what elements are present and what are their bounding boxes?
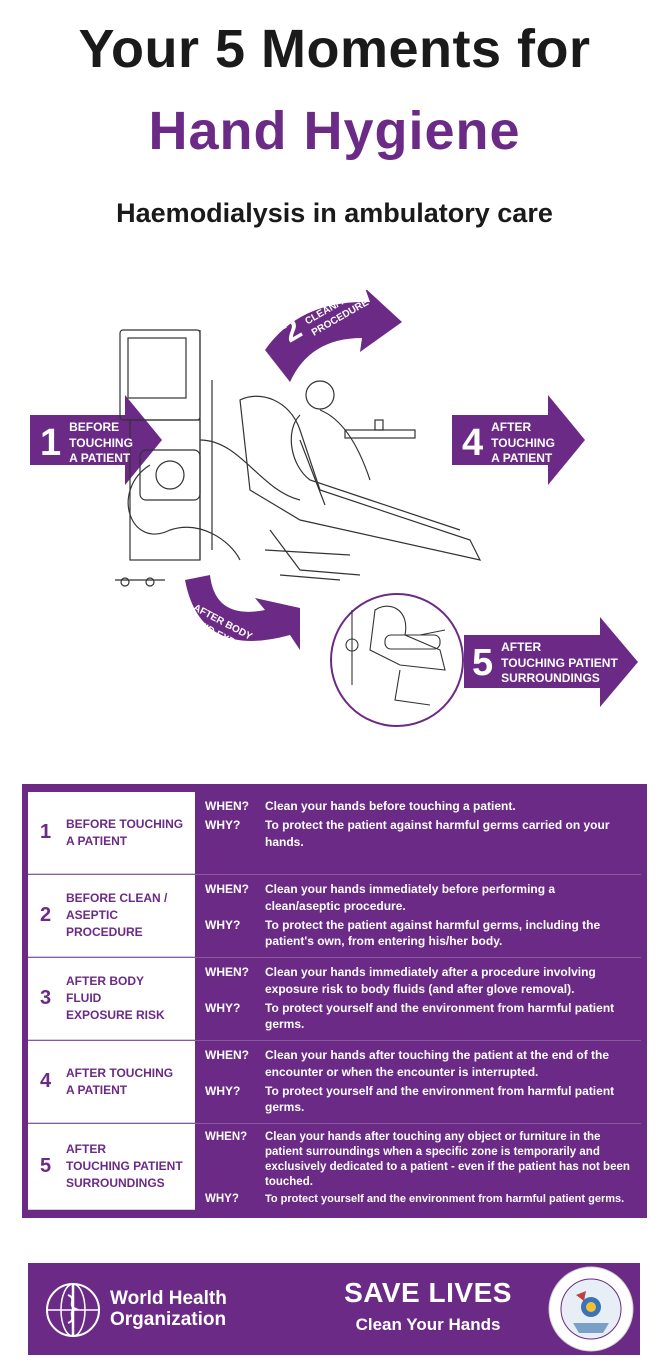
why-key: WHY? [205, 1000, 241, 1015]
empty-chair-sketch [345, 605, 446, 706]
footer-banner: World Health Organization SAVE LIVES Cle… [28, 1263, 640, 1355]
save-lives-text: SAVE LIVES [344, 1277, 512, 1308]
moment-4-text: AFTER TOUCHING A PATIENT [491, 420, 555, 466]
why-text: To protect the patient against harmful g… [265, 817, 610, 849]
row-number: 2 [40, 904, 52, 926]
who-logo: World Health Organization [44, 1281, 227, 1339]
moment-1-label: 1 BEFORE TOUCHING A PATIENT [40, 420, 133, 467]
when-text: Clean your hands before touching a patie… [265, 799, 516, 813]
title-line-2: Hand Hygiene [148, 101, 521, 161]
when-key: WHEN? [205, 965, 249, 979]
when-key: WHEN? [205, 799, 249, 813]
table-row: 2 BEFORE CLEAN / ASEPTIC PROCEDURE WHEN?… [28, 875, 641, 958]
row-label-cell: 5 AFTER TOUCHING PATIENT SURROUNDINGS [28, 1124, 195, 1210]
row-label: BEFORE CLEAN / ASEPTIC PROCEDURE [66, 891, 168, 939]
why-key: WHY? [205, 917, 241, 932]
moment-4-arrow [452, 395, 585, 485]
row-label-cell: 4 AFTER TOUCHING A PATIENT [28, 1041, 195, 1123]
table-row: 4 AFTER TOUCHING A PATIENT WHEN? Clean yo… [28, 1041, 641, 1124]
moment-3-arrow [185, 575, 300, 650]
when-key: WHEN? [205, 882, 249, 896]
row-number: 1 [40, 821, 52, 843]
moment-1-arrow [30, 395, 162, 485]
who-name: World Health Organization [110, 1288, 227, 1330]
why-text: To protect the patient against harmful g… [265, 917, 601, 949]
row-number: 3 [40, 987, 52, 1009]
why-key: WHY? [205, 817, 241, 832]
moment-1-text: BEFORE TOUCHING A PATIENT [69, 420, 133, 466]
moments-table: 1 BEFORE TOUCHING A PATIENT WHEN? Clean y… [22, 784, 647, 1218]
when-key: WHEN? [205, 1131, 248, 1143]
title-line-1: Your 5 Moments for [78, 19, 591, 79]
table-row: 5 AFTER TOUCHING PATIENT SURROUNDINGS WH… [28, 1124, 641, 1210]
row-content: WHEN? Clean your hands after touching the… [195, 1041, 641, 1123]
why-text: To protect yourself and the environment … [265, 1083, 615, 1115]
row-label-cell: 2 BEFORE CLEAN / ASEPTIC PROCEDURE [28, 875, 195, 957]
moment-5-number: 5 [472, 642, 494, 685]
when-key: WHEN? [205, 1048, 249, 1062]
row-label: AFTER TOUCHING A PATIENT [66, 1065, 174, 1097]
row-content: WHEN? Clean your hands before touching a … [195, 792, 641, 874]
save-lives-slogan: SAVE LIVES Clean Your Hands [328, 1277, 528, 1335]
moment-1-number: 1 [40, 422, 62, 465]
surroundings-inset-circle [330, 593, 464, 727]
when-text: Clean your hands after touching any obje… [265, 1131, 630, 1188]
when-text: Clean your hands immediately before perf… [265, 882, 556, 913]
row-label: AFTER BODY FLUID EXPOSURE RISK [66, 974, 165, 1022]
row-number: 5 [40, 1155, 52, 1177]
row-content: WHEN? Clean your hands immediately before… [195, 875, 641, 957]
moment-4-number: 4 [462, 422, 484, 465]
infection-control-seal-icon [548, 1266, 634, 1352]
when-text: Clean your hands after touching the pati… [265, 1048, 610, 1079]
table-row: 3 AFTER BODY FLUID EXPOSURE RISK WHEN? Cl… [28, 958, 641, 1041]
why-key: WHY? [205, 1083, 241, 1098]
row-label-cell: 3 AFTER BODY FLUID EXPOSURE RISK [28, 958, 195, 1040]
why-text: To protect yourself and the environment … [265, 1000, 615, 1032]
row-label: BEFORE TOUCHING A PATIENT [66, 816, 184, 848]
moment-5-arrow [464, 617, 638, 707]
clean-hands-text: Clean Your Hands [355, 1315, 501, 1334]
patient-chair-sketch [239, 380, 482, 581]
who-emblem-icon [46, 1283, 100, 1337]
dialysis-machine-sketch [115, 329, 301, 587]
table-row: 1 BEFORE TOUCHING A PATIENT WHEN? Clean y… [28, 792, 641, 875]
row-content: WHEN? Clean your hands after touching any… [195, 1124, 641, 1210]
row-content: WHEN? Clean your hands immediately after … [195, 958, 641, 1040]
illustration: 1 BEFORE TOUCHING A PATIENT 2 BEFORE CLE… [0, 276, 669, 750]
why-key: WHY? [205, 1192, 239, 1205]
when-text: Clean your hands immediately after a pro… [265, 965, 596, 996]
moment-4-label: 4 AFTER TOUCHING A PATIENT [462, 420, 555, 467]
row-label-cell: 1 BEFORE TOUCHING A PATIENT [28, 792, 195, 874]
why-text: To protect yourself and the environment … [265, 1192, 625, 1205]
subtitle: Haemodialysis in ambulatory care [116, 198, 553, 228]
dialysis-scene-drawing [30, 288, 638, 727]
moment-5-text: AFTER TOUCHING PATIENT SURROUNDINGS [501, 640, 618, 686]
moment-5-label: 5 AFTER TOUCHING PATIENT SURROUNDINGS [472, 640, 618, 687]
moment-2-arrow [265, 288, 402, 382]
row-number: 4 [40, 1070, 52, 1092]
row-label: AFTER TOUCHING PATIENT SURROUNDINGS [66, 1142, 183, 1190]
